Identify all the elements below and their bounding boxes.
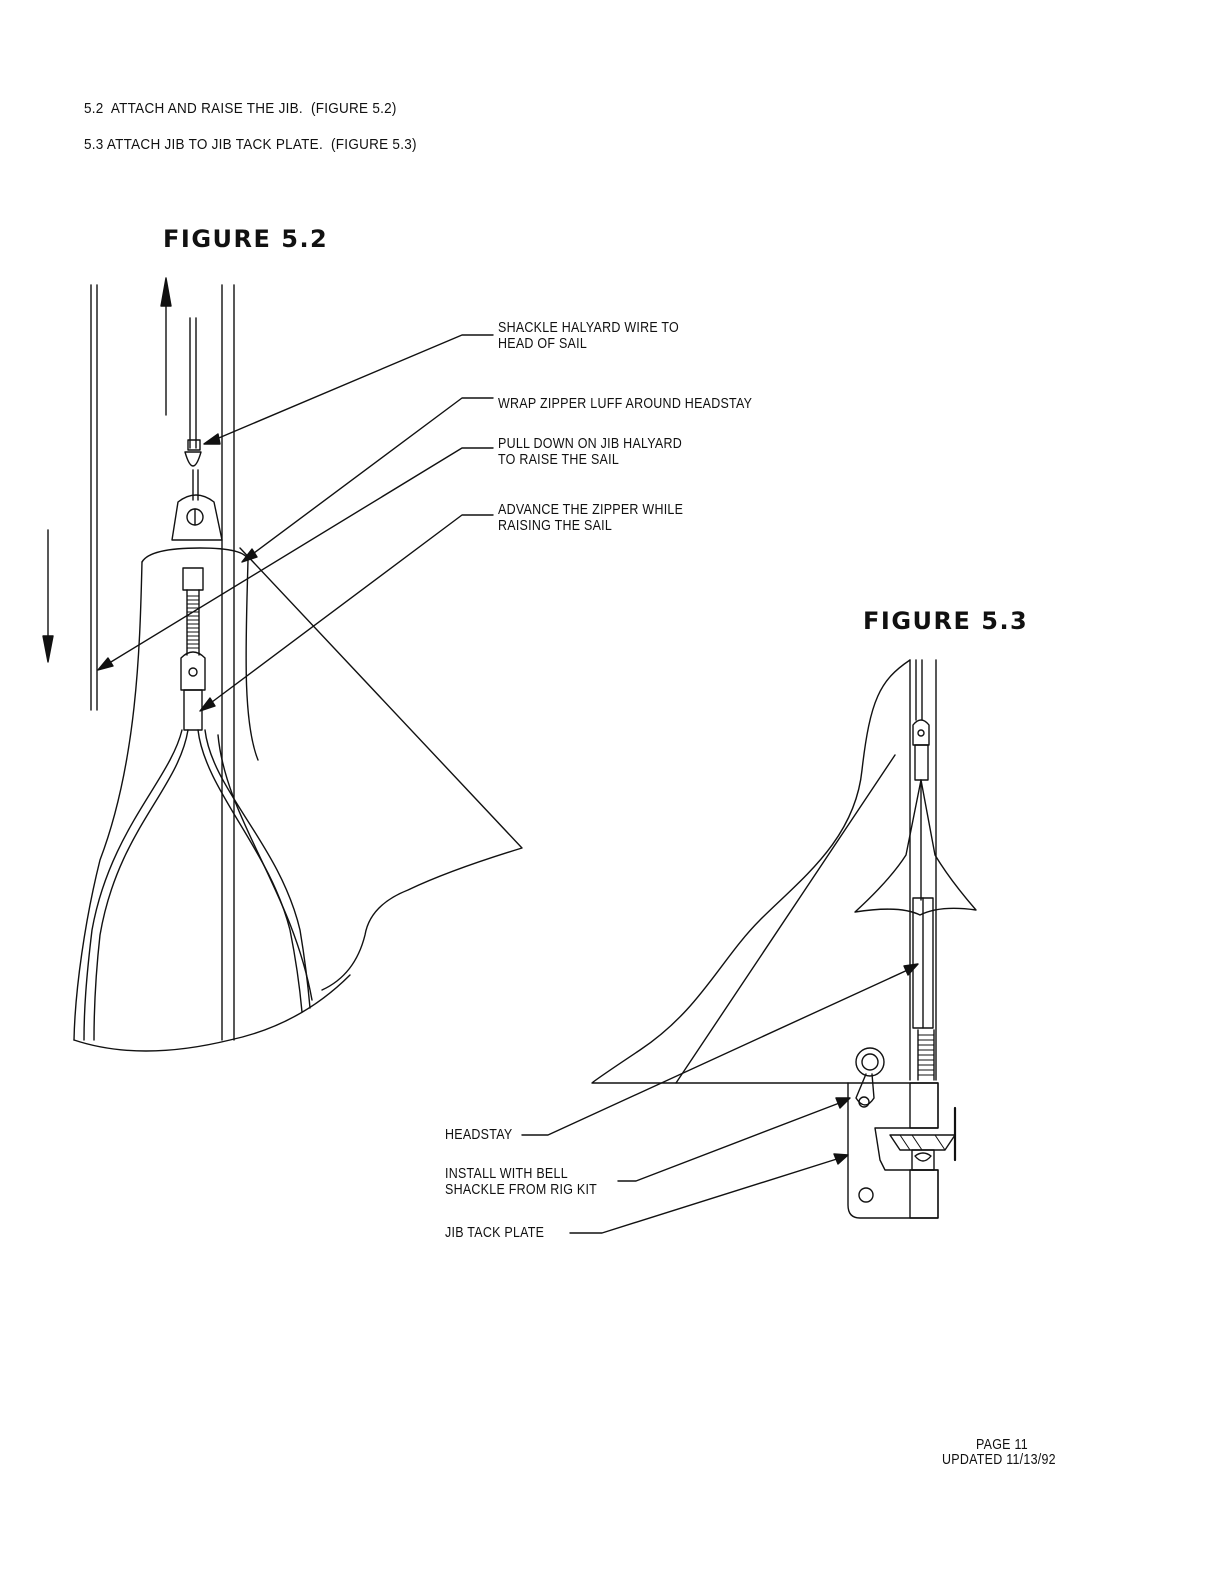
updated-date: UPDATED 11/13/92	[942, 1452, 1056, 1468]
callout-bell-shackle: INSTALL WITH BELL SHACKLE FROM RIG KIT	[445, 1166, 598, 1198]
figure-5-3-drawing	[522, 660, 976, 1233]
leader-advance-zipper	[208, 515, 493, 705]
leader-wrap-zipper	[250, 398, 493, 556]
up-arrow-icon	[161, 278, 171, 306]
figure-5-3-title: FIGURE 5.3	[863, 607, 1029, 635]
sail-body	[240, 548, 522, 990]
figure-5-2-drawing	[43, 278, 522, 1051]
halyard-swage	[188, 440, 200, 450]
leader-shackle-halyard	[214, 335, 493, 440]
step-5-3-heading: 5.3 ATTACH JIB TO JIB TACK PLATE. (FIGUR…	[84, 136, 417, 153]
leader-headstay	[522, 968, 912, 1135]
down-arrow-icon	[43, 636, 53, 662]
callout-headstay: HEADSTAY	[445, 1127, 513, 1143]
leader-bell-shackle	[618, 1102, 842, 1181]
sail-head-plate	[172, 495, 222, 540]
leader-tack-plate	[570, 1158, 840, 1233]
callout-wrap-zipper: WRAP ZIPPER LUFF AROUND HEADSTAY	[498, 396, 753, 412]
leader-pull-halyard	[106, 448, 493, 665]
page-number: PAGE 11	[976, 1437, 1028, 1453]
callout-advance-zipper: ADVANCE THE ZIPPER WHILE RAISING THE SAI…	[498, 502, 684, 534]
callout-pull-halyard: PULL DOWN ON JIB HALYARD TO RAISE THE SA…	[498, 436, 683, 468]
bell-shackle-ring	[856, 1048, 884, 1076]
shackle-top	[185, 452, 201, 466]
sail-tube-top	[142, 548, 248, 562]
tack-plate-hole	[859, 1188, 873, 1202]
jib-tack-plate	[848, 1083, 938, 1218]
step-5-2-heading: 5.2 ATTACH AND RAISE THE JIB. (FIGURE 5.…	[84, 100, 397, 117]
callout-jib-tack-plate: JIB TACK PLATE	[445, 1225, 545, 1241]
sail-tube-left	[74, 562, 142, 1040]
zipper-slider	[181, 652, 205, 690]
figure-5-2-title: FIGURE 5.2	[163, 225, 329, 253]
callout-shackle-halyard: SHACKLE HALYARD WIRE TO HEAD OF SAIL	[498, 320, 680, 352]
